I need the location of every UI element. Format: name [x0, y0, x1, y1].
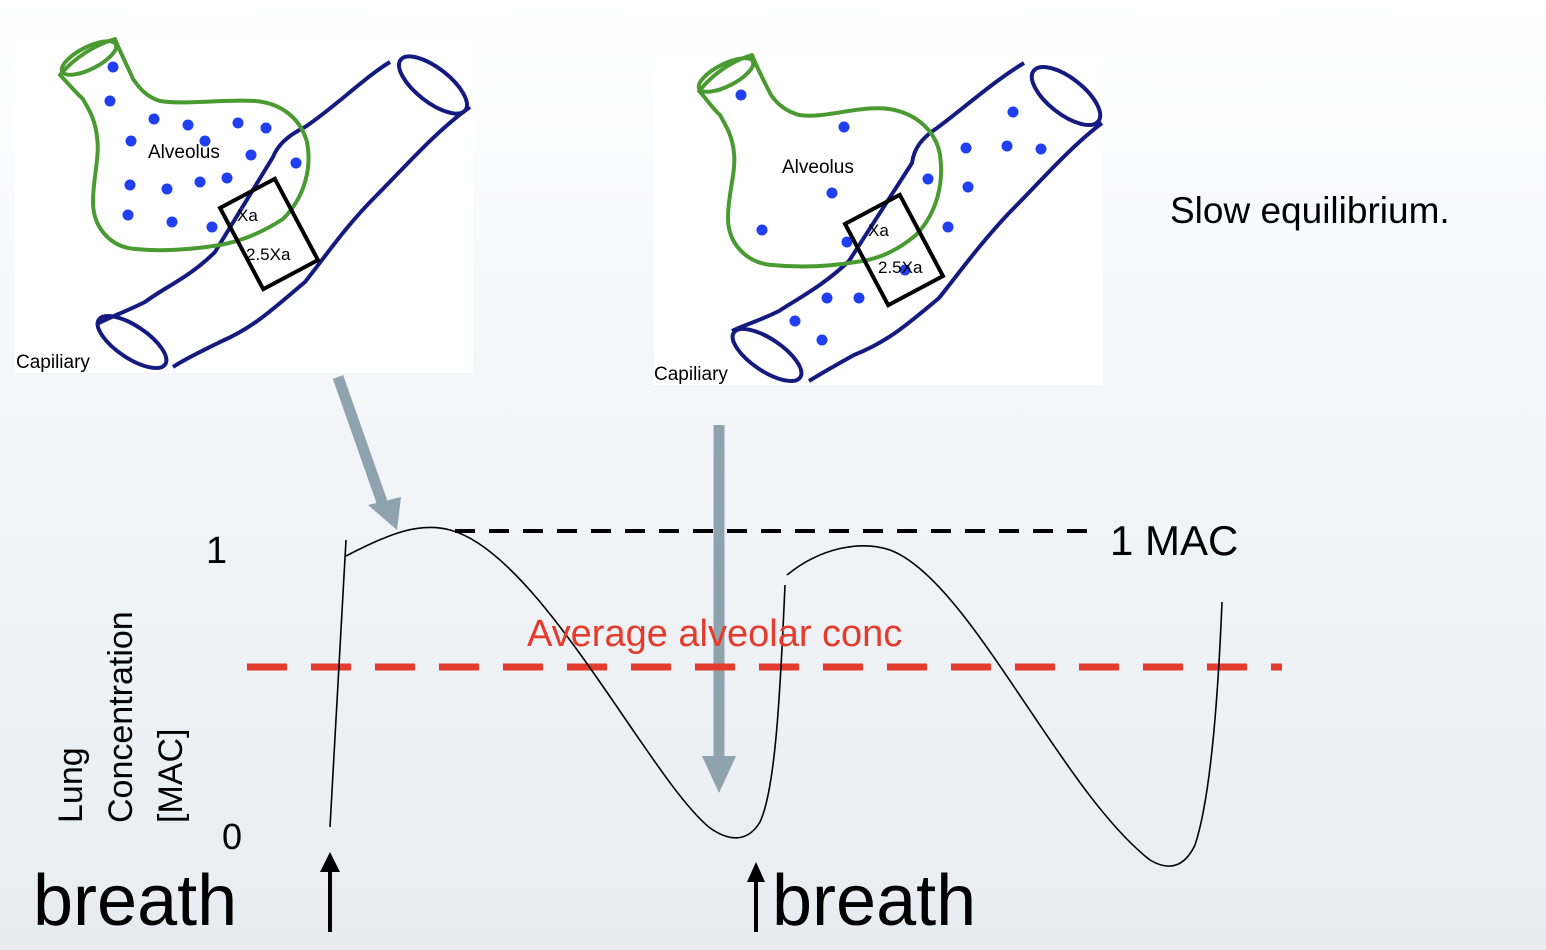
gas-molecule — [104, 95, 116, 107]
slow-equilibrium-text: Slow equilibrium. — [1170, 190, 1450, 231]
alveolus-diagram-left: Xa 2.5Xa Alveolus Capiliary — [16, 37, 472, 373]
gas-molecule — [166, 216, 178, 228]
alveolus-opening — [696, 56, 756, 94]
capillary-vessel — [96, 60, 472, 369]
gas-molecule — [232, 117, 244, 129]
alveolus-diagram-right: Xa 2.5Xa Alveolus Capiliary — [654, 53, 1104, 385]
alveolus-label: Alveolus — [148, 142, 220, 163]
gas-molecule — [816, 334, 828, 346]
gas-molecule — [206, 221, 218, 233]
capillary-vessel — [731, 61, 1104, 383]
gas-molecule — [245, 149, 257, 161]
gas-molecule — [841, 236, 853, 248]
gas-molecules — [735, 89, 1047, 346]
alveolus-opening — [59, 39, 119, 77]
gas-molecule — [290, 157, 302, 169]
diffusion-window — [217, 176, 321, 292]
gas-molecule — [821, 292, 833, 304]
gas-molecule — [199, 135, 211, 147]
gas-molecule — [960, 142, 972, 154]
average-alveolar-label: Average alveolar conc — [527, 613, 902, 655]
pointer-arrow-left — [332, 375, 401, 530]
capillary-end-bottom — [730, 326, 804, 384]
breath-arrow-right — [747, 862, 765, 932]
gas-molecule — [1001, 140, 1013, 152]
gas-molecule — [124, 179, 136, 191]
gas-molecule — [756, 224, 768, 236]
y-axis-label-line: Concentration — [102, 611, 140, 823]
gas-molecule — [194, 176, 206, 188]
gas-molecule — [853, 292, 865, 304]
y-axis-label: Lung Concentration [MAC] — [52, 611, 190, 823]
box-bottom-label: 2.5Xa — [246, 245, 291, 264]
gas-molecule — [838, 121, 850, 133]
diagram-panel-right: Xa 2.5Xa Alveolus Capiliary — [654, 53, 1104, 385]
alveolus-sac — [58, 37, 311, 253]
gas-molecule — [125, 135, 137, 147]
gas-molecule — [962, 181, 974, 193]
alveolus-sac — [697, 53, 944, 269]
y-axis-label-line: [MAC] — [152, 729, 190, 823]
gas-molecule — [182, 119, 194, 131]
gas-molecule — [735, 89, 747, 101]
box-top-label: Xa — [868, 221, 889, 240]
box-top-label: Xa — [237, 206, 258, 225]
gas-molecule — [826, 187, 838, 199]
gas-molecule — [260, 122, 272, 134]
one-mac-label: 1 MAC — [1110, 517, 1238, 564]
concentration-curve — [329, 526, 1223, 867]
capillary-end-top — [1029, 65, 1103, 127]
gas-molecule — [899, 264, 911, 276]
gas-molecule — [107, 61, 119, 73]
gas-molecule — [942, 221, 954, 233]
capillary-label: Capiliary — [654, 364, 728, 385]
capillary-end-top — [397, 54, 469, 116]
gas-molecule — [161, 183, 173, 195]
capillary-end-bottom — [95, 313, 169, 371]
diagram-panel-left: Xa 2.5Xa Alveolus Capiliary — [15, 37, 473, 373]
breath-label-right: breath — [772, 861, 976, 941]
gas-molecule — [789, 315, 801, 327]
capillary-label: Capiliary — [16, 352, 90, 373]
gas-molecule — [148, 113, 160, 125]
breath-label-left: breath — [33, 861, 237, 941]
alveolus-label: Alveolus — [782, 157, 854, 178]
gas-molecule — [1007, 106, 1019, 118]
y-tick-top: 1 — [206, 530, 227, 572]
breath-arrow-left — [320, 852, 340, 932]
pointer-arrow-right — [702, 425, 736, 793]
gas-molecules — [104, 61, 302, 233]
gas-molecule — [221, 172, 233, 184]
box-bottom-label: 2.5Xa — [878, 258, 923, 277]
y-axis-label-line: Lung — [52, 747, 90, 823]
diffusion-window — [842, 192, 946, 308]
gas-molecule — [922, 173, 934, 185]
y-tick-bottom: 0 — [222, 816, 242, 857]
gas-molecule — [122, 209, 134, 221]
gas-molecule — [1035, 143, 1047, 155]
